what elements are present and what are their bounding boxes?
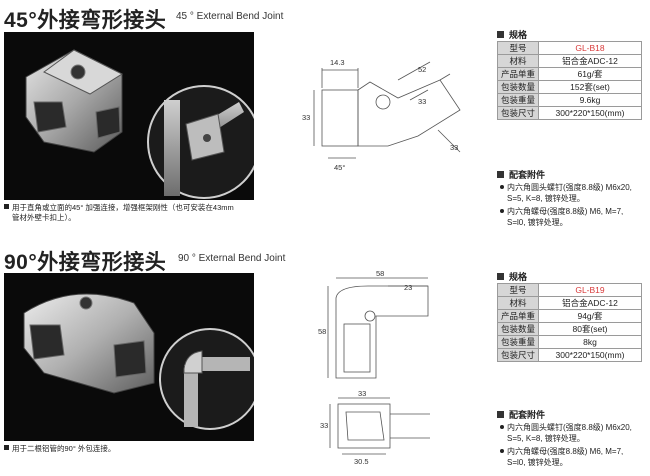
- section2-accessories-list: 内六角圆头螺钉(强度8.8级) M6x20,S=5, K=8, 镀锌处理。内六角…: [500, 422, 650, 470]
- spec-value: 8kg: [538, 335, 642, 349]
- dim-33-left: 33: [302, 113, 310, 122]
- section1-subtitle: 45 ° External Bend Joint: [176, 11, 284, 22]
- spec-value: GL-B19: [538, 283, 642, 297]
- spec-key: 包装尺寸: [497, 106, 539, 120]
- spec-row: 材料铝合金ADC-12: [497, 296, 642, 310]
- accessory-line2: S=l0, 镀锌处理。: [507, 458, 568, 467]
- spec-value: 铝合金ADC-12: [538, 296, 642, 310]
- square-icon: [497, 411, 504, 418]
- section2-spec-heading: 规格: [497, 270, 527, 283]
- spec-value: 80套(set): [538, 322, 642, 336]
- section1-spec-heading-text: 规格: [509, 30, 528, 40]
- spec-key: 产品单重: [497, 67, 539, 81]
- section1-note: 用于直角或立面的45° 加强连接，增强框架刚性（也可安装在43mm 管材外壁卡扣…: [4, 203, 264, 223]
- dim-33-top: 33: [358, 389, 366, 398]
- bullet-icon: [500, 425, 504, 429]
- square-icon: [497, 31, 504, 38]
- spec-key: 包装尺寸: [497, 348, 539, 362]
- spec-value: 300*220*150(mm): [538, 348, 642, 362]
- dim-33-right: 33: [450, 143, 458, 152]
- section1-note-line2: 管材外壁卡扣上）。: [12, 213, 76, 222]
- spec-value: GL-B18: [538, 41, 642, 55]
- section1-acc-heading-text: 配套附件: [509, 170, 546, 180]
- dim-45-deg: 45°: [334, 163, 345, 172]
- dim-33-mid: 33: [418, 97, 426, 106]
- section1-accessories-list: 内六角圆头螺钉(强度8.8级) M6x20,S=5, K=8, 镀锌处理。内六角…: [500, 182, 650, 230]
- spec-key: 包装数量: [497, 322, 539, 336]
- section2-product-photo: [4, 273, 254, 441]
- bullet-icon: [500, 209, 504, 213]
- bullet-icon: [4, 445, 9, 450]
- section2-subtitle: 90 ° External Bend Joint: [178, 253, 286, 264]
- spec-key: 材料: [497, 296, 539, 310]
- dim-58-left: 58: [318, 327, 326, 336]
- dim-58-top: 58: [376, 269, 384, 278]
- section1-product-photo: [4, 32, 254, 200]
- dim-52: 52: [418, 65, 426, 74]
- spec-key: 型号: [497, 283, 539, 297]
- accessory-line2: S=5, K=8, 镀锌处理。: [507, 194, 585, 203]
- spec-row: 材料铝合金ADC-12: [497, 54, 642, 68]
- section2-title: 90°外接弯形接头: [4, 251, 167, 274]
- spec-value: 94g/套: [538, 309, 642, 323]
- section2-dimension-drawing: 58 23 58 33 33 30.5: [318, 268, 448, 473]
- bullet-icon: [500, 185, 504, 189]
- spec-key: 包装重量: [497, 93, 539, 107]
- accessory-line1: 内六角圆头螺钉(强度8.8级) M6x20,: [507, 423, 632, 432]
- bullet-icon: [4, 204, 9, 209]
- accessory-item: 内六角圆头螺钉(强度8.8级) M6x20, S=5, K=8, 镀锌处理。: [500, 182, 650, 204]
- spec-value: 61g/套: [538, 67, 642, 81]
- bullet-icon: [500, 449, 504, 453]
- accessory-line1: 内六角螺母(强度8.8级) M6, M=7,: [507, 447, 624, 456]
- section1-title: 45°外接弯形接头: [4, 9, 167, 32]
- spec-value: 9.6kg: [538, 93, 642, 107]
- spec-key: 型号: [497, 41, 539, 55]
- dim-14-3: 14.3: [330, 58, 345, 67]
- section2-note: 用于二根铝管的90° 外包连接。: [4, 444, 264, 454]
- square-icon: [497, 171, 504, 178]
- section2-note-line1: 用于二根铝管的90° 外包连接。: [12, 444, 116, 453]
- accessory-line2: S=5, K=8, 镀锌处理。: [507, 434, 585, 443]
- spec-key: 包装重量: [497, 335, 539, 349]
- dim-33-left: 33: [320, 421, 328, 430]
- section1-spec-heading: 规格: [497, 28, 527, 41]
- accessory-item: 内六角螺母(强度8.8级) M6, M=7, S=l0, 镀锌处理。: [500, 206, 650, 228]
- accessory-line1: 内六角螺母(强度8.8级) M6, M=7,: [507, 207, 624, 216]
- accessory-line1: 内六角圆头螺钉(强度8.8级) M6x20,: [507, 183, 632, 192]
- spec-key: 材料: [497, 54, 539, 68]
- dim-30-5: 30.5: [354, 457, 369, 466]
- section1-note-line1: 用于直角或立面的45° 加强连接，增强框架刚性（也可安装在43mm: [12, 203, 234, 212]
- spec-value: 铝合金ADC-12: [538, 54, 642, 68]
- dim-23: 23: [404, 283, 412, 292]
- section2-acc-heading-text: 配套附件: [509, 410, 546, 420]
- accessory-item: 内六角圆头螺钉(强度8.8级) M6x20, S=5, K=8, 镀锌处理。: [500, 422, 650, 444]
- section2-spec-heading-text: 规格: [509, 272, 528, 282]
- accessory-line2: S=l0, 镀锌处理。: [507, 218, 568, 227]
- section2-accessories-heading: 配套附件: [497, 408, 545, 421]
- section1-accessories-heading: 配套附件: [497, 168, 545, 181]
- accessory-item: 内六角螺母(强度8.8级) M6, M=7, S=l0, 镀锌处理。: [500, 446, 650, 468]
- spec-key: 产品单重: [497, 309, 539, 323]
- spec-key: 包装数量: [497, 80, 539, 94]
- spec-value: 300*220*150(mm): [538, 106, 642, 120]
- section1-dimension-drawing: 14.3 52 33 45° 33 33: [300, 40, 480, 195]
- square-icon: [497, 273, 504, 280]
- spec-value: 152套(set): [538, 80, 642, 94]
